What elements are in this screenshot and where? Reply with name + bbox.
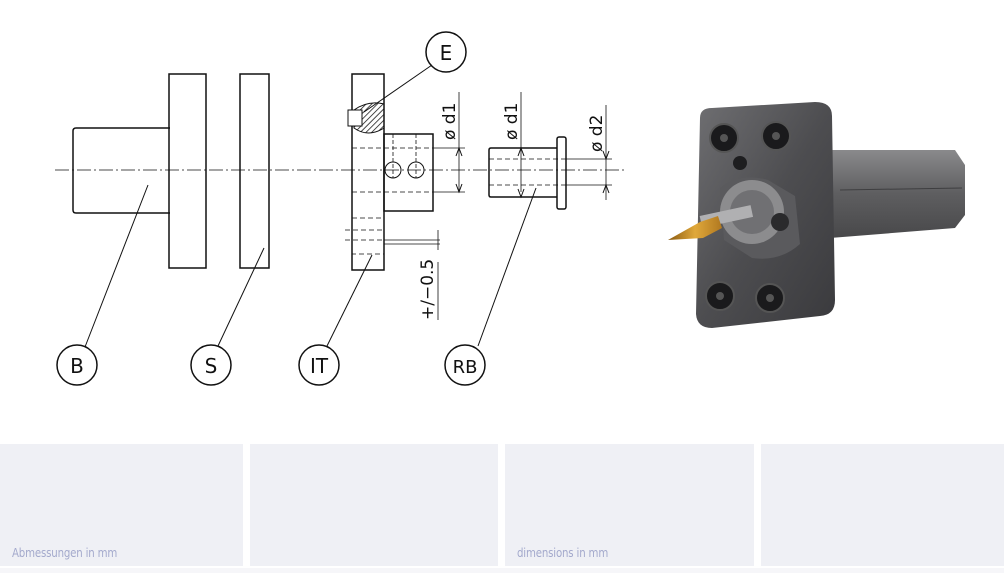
part-rb-reducing-bush <box>488 92 612 210</box>
part-b-base-holder <box>72 73 207 269</box>
info-panel-4 <box>761 444 1004 566</box>
part-s-spacer <box>239 73 270 269</box>
caption-dimensions-de: Abmessungen in mm <box>12 546 118 560</box>
bottom-divider <box>0 568 1004 573</box>
technical-drawing: B S IT RB E ø d1 ø d1 ø d2 +/−0.5 <box>55 31 965 386</box>
info-panel-3: dimensions in mm <box>505 444 754 566</box>
callout-rb-label: RB <box>453 357 478 378</box>
dim-d2-bush: ø d2 <box>587 115 607 152</box>
dim-d1-bush: ø d1 <box>502 103 522 140</box>
callout-rb-circle <box>444 344 486 386</box>
part-it-insert <box>345 73 465 320</box>
info-panel-1: Abmessungen in mm <box>0 444 243 566</box>
caption-dimensions-en: dimensions in mm <box>517 546 609 560</box>
callout-s-circle <box>190 344 232 386</box>
callout-it-circle <box>298 344 340 386</box>
callout-e-label: E <box>440 41 453 65</box>
callout-b-circle <box>56 344 98 386</box>
callout-it-label: IT <box>310 354 329 378</box>
product-photo-toolholder <box>668 102 965 328</box>
callout-e-circle <box>425 31 467 73</box>
dim-d1-insert: ø d1 <box>440 103 460 140</box>
info-panel-2 <box>250 444 498 566</box>
callout-s-label: S <box>205 354 218 378</box>
callout-b-label: B <box>70 354 84 378</box>
dim-tolerance: +/−0.5 <box>418 259 438 320</box>
